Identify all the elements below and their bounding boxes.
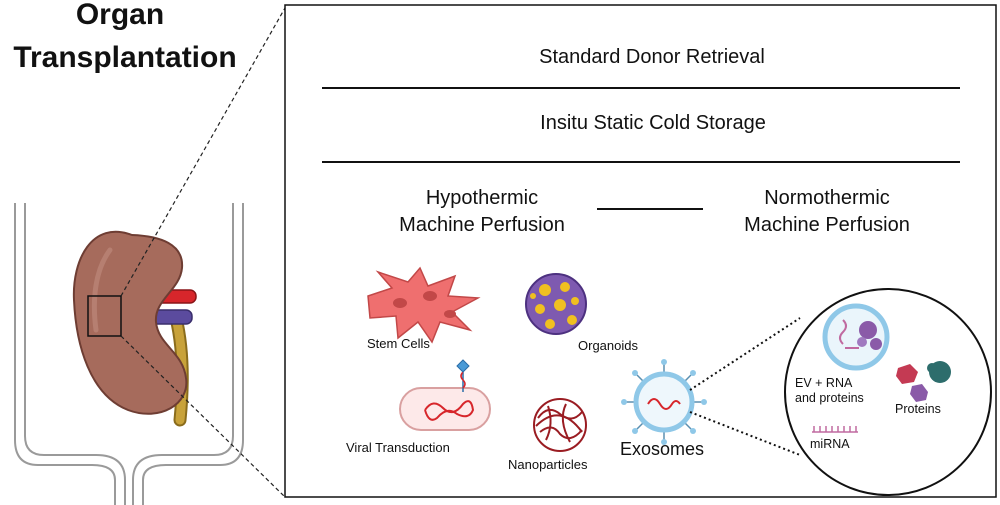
label-exosomes: Exosomes bbox=[620, 439, 704, 459]
label-nanoparticles: Nanoparticles bbox=[508, 457, 588, 472]
proteins-icon bbox=[896, 361, 951, 402]
organoids-icon bbox=[525, 273, 587, 335]
kidney-body bbox=[72, 230, 188, 415]
hypothermic-line-2: Machine Perfusion bbox=[399, 214, 565, 236]
label-proteins: Proteins bbox=[895, 402, 941, 416]
normothermic-line-1: Normothermic bbox=[764, 187, 890, 209]
stem-cells-icon bbox=[367, 266, 481, 344]
label-organoids: Organoids bbox=[578, 338, 638, 353]
normothermic-line-2: Machine Perfusion bbox=[744, 214, 910, 236]
viral-transduction-icon bbox=[399, 359, 491, 431]
exosome-zoom-lines bbox=[689, 317, 801, 456]
nanoparticles-icon bbox=[533, 398, 587, 452]
label-ev-line-2: and proteins bbox=[795, 391, 864, 405]
hypothermic-line-1: Hypothermic bbox=[426, 187, 538, 209]
zoom-connector-lines bbox=[120, 7, 286, 498]
zoom-box bbox=[87, 295, 122, 337]
extracellular-vesicle-icon bbox=[822, 303, 890, 371]
organ-container bbox=[14, 203, 244, 505]
label-viral-transduction: Viral Transduction bbox=[346, 440, 450, 455]
mirna-icon bbox=[812, 426, 858, 433]
label-mirna: miRNA bbox=[810, 437, 850, 451]
label-ev-line-1: EV + RNA bbox=[795, 376, 853, 390]
title-line-2: Transplantation bbox=[13, 41, 236, 74]
label-stem-cells: Stem Cells bbox=[367, 336, 430, 351]
kidney-illustration bbox=[72, 230, 197, 427]
step-static-cold-storage: Insitu Static Cold Storage bbox=[540, 112, 766, 134]
exosome-icon bbox=[621, 359, 707, 445]
title-line-1: Organ bbox=[76, 0, 164, 31]
step-standard-donor-retrieval: Standard Donor Retrieval bbox=[539, 46, 765, 68]
